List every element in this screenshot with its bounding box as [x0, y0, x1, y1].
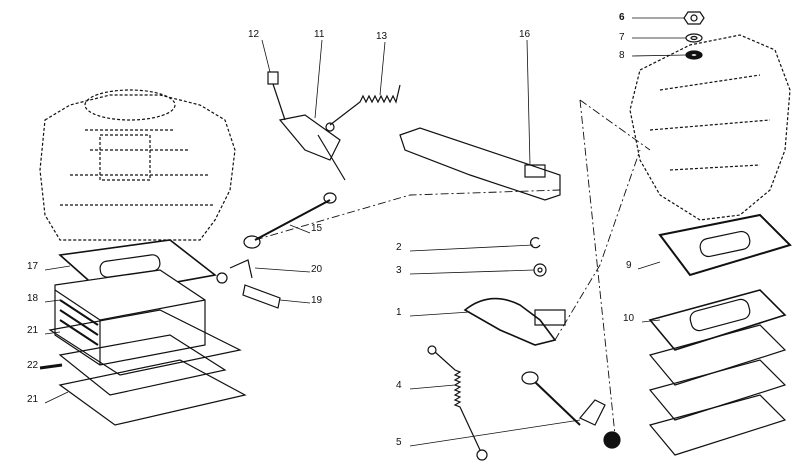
- label-15: 15: [311, 223, 323, 234]
- label-4: 4: [396, 380, 402, 391]
- label-19: 19: [311, 295, 323, 306]
- label-21-upper: 21: [27, 325, 39, 336]
- carburettor-right-outline: [629, 34, 791, 221]
- spacer-10: [648, 289, 787, 456]
- label-13: 13: [376, 31, 388, 42]
- label-21-lower: 21: [27, 394, 39, 405]
- lever-16: [399, 127, 561, 201]
- label-7: 7: [619, 32, 625, 43]
- leader-lines: [40, 17, 687, 447]
- label-1: 1: [396, 307, 402, 318]
- label-20: 20: [311, 264, 323, 275]
- rod-5: [521, 371, 621, 449]
- washer-8: [685, 50, 703, 60]
- gasket-21a: [48, 309, 242, 376]
- label-2: 2: [396, 242, 402, 253]
- pin-19: [242, 284, 281, 309]
- washer-3: [533, 263, 547, 277]
- label-12: 12: [248, 29, 260, 40]
- bracket-11: [278, 114, 346, 181]
- label-18: 18: [27, 293, 39, 304]
- label-10: 10: [623, 313, 635, 324]
- label-8: 8: [619, 50, 625, 61]
- label-3: 3: [396, 265, 402, 276]
- spacer-block-18: [54, 269, 206, 366]
- clip-2: [530, 237, 541, 249]
- spring-13: [325, 84, 401, 132]
- label-17: 17: [27, 261, 39, 272]
- gasket-21b: [58, 359, 247, 426]
- lever-1: [463, 297, 566, 346]
- gasket-9: [658, 213, 792, 277]
- label-16: 16: [519, 29, 531, 40]
- carburettor-left-outline: [39, 89, 236, 241]
- clip-20: [216, 259, 253, 284]
- spring-4: [427, 345, 488, 461]
- label-11: 11: [314, 29, 325, 40]
- screw-12: [267, 71, 286, 121]
- label-5: 5: [396, 437, 402, 448]
- plate-22: [39, 334, 227, 396]
- assembly-dash-lines: [254, 99, 651, 436]
- label-22: 22: [27, 360, 39, 371]
- washer-7: [685, 33, 703, 43]
- rod-15: [243, 192, 337, 249]
- nut-6: [683, 11, 705, 25]
- label-9: 9: [626, 260, 632, 271]
- label-6: 6: [619, 12, 625, 23]
